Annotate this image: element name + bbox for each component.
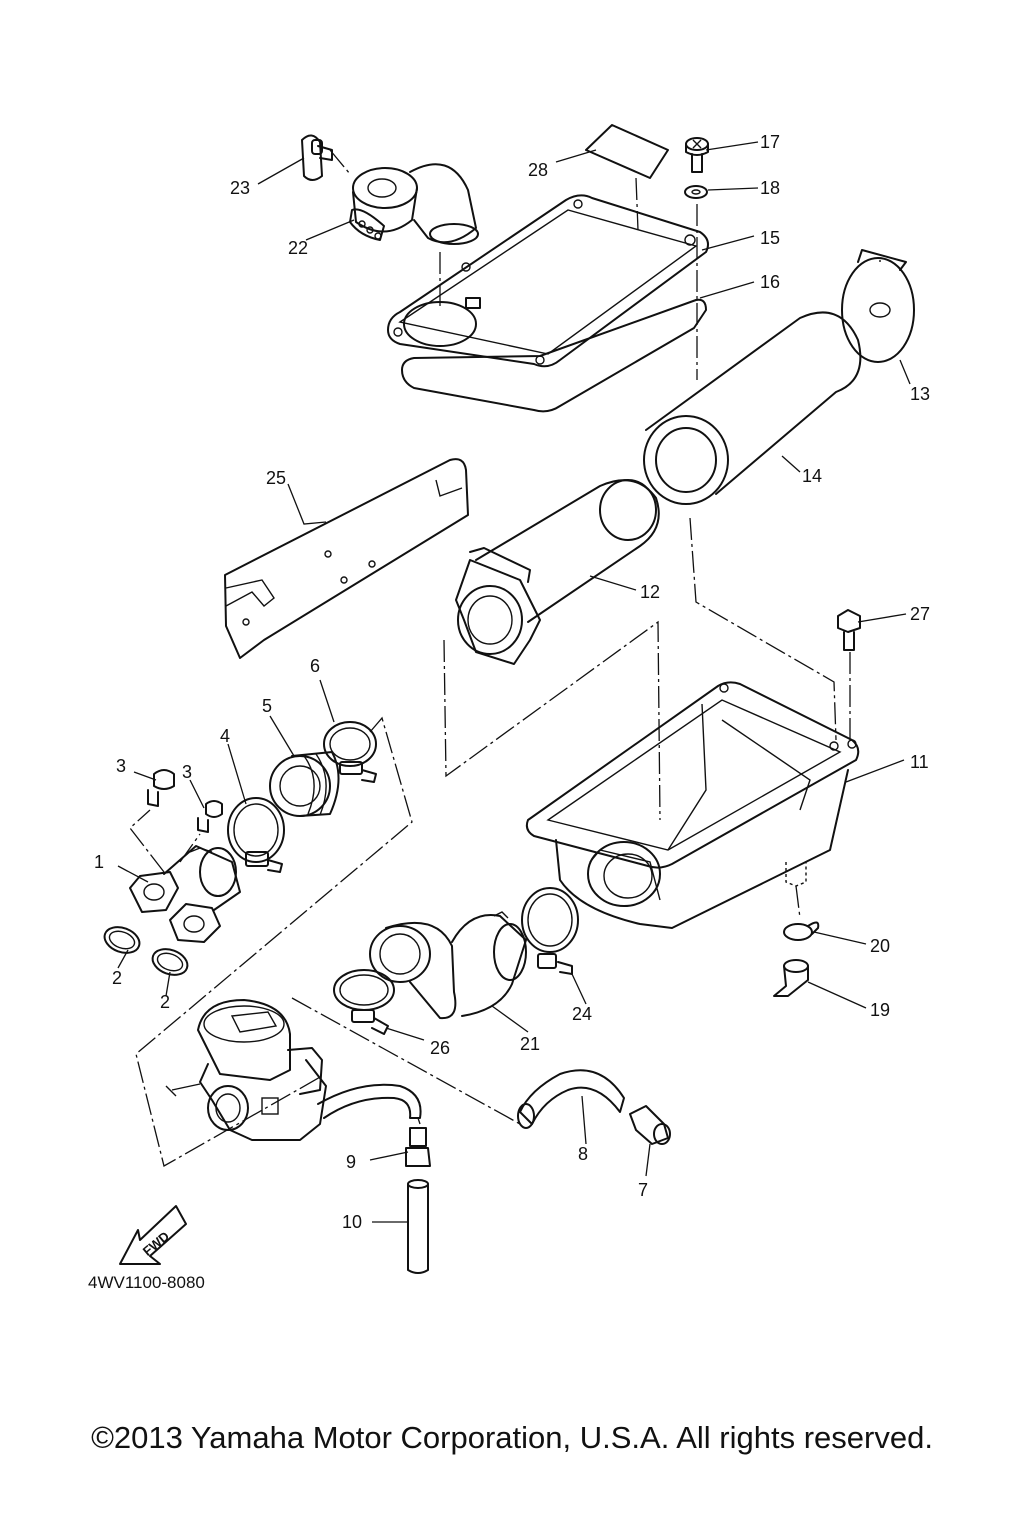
part-22-cap bbox=[349, 163, 479, 245]
part-28-label bbox=[585, 124, 669, 179]
callout-3a: 3 bbox=[116, 756, 126, 776]
callout-21: 21 bbox=[520, 1034, 540, 1054]
part-24-clamp bbox=[521, 887, 579, 975]
callout-19: 19 bbox=[870, 1000, 890, 1020]
carburetor-reference bbox=[165, 999, 422, 1141]
callout-5: 5 bbox=[262, 696, 272, 716]
part-17-screw bbox=[685, 137, 709, 173]
part-6-clamp bbox=[323, 721, 377, 783]
part-27-bolt bbox=[837, 609, 861, 651]
callout-7: 7 bbox=[638, 1180, 648, 1200]
callout-12: 12 bbox=[640, 582, 660, 602]
callout-16: 16 bbox=[760, 272, 780, 292]
part-18-washer bbox=[684, 185, 708, 199]
copyright-notice: ©2013 Yamaha Motor Corporation, U.S.A. A… bbox=[91, 1420, 933, 1455]
callout-14: 14 bbox=[802, 466, 822, 486]
callout-26: 26 bbox=[430, 1038, 450, 1058]
callout-18: 18 bbox=[760, 178, 780, 198]
callout-28: 28 bbox=[528, 160, 548, 180]
part-25-plate bbox=[224, 458, 469, 659]
part-5-joint bbox=[269, 751, 340, 817]
part-15-lid bbox=[387, 194, 709, 368]
part-14-element bbox=[643, 311, 862, 505]
callout-22: 22 bbox=[288, 238, 308, 258]
part-2-oring-b bbox=[151, 948, 189, 976]
callout-15: 15 bbox=[760, 228, 780, 248]
callout-25: 25 bbox=[266, 468, 286, 488]
callout-27: 27 bbox=[910, 604, 930, 624]
callout-20: 20 bbox=[870, 936, 890, 956]
leader-lines bbox=[117, 141, 911, 1223]
callout-9: 9 bbox=[346, 1152, 356, 1172]
part-20-clip bbox=[783, 921, 820, 941]
part-13-cover bbox=[841, 249, 915, 363]
callout-2a: 2 bbox=[112, 968, 122, 988]
part-12-tube bbox=[455, 479, 660, 665]
part-16-gasket bbox=[401, 298, 707, 413]
callout-23: 23 bbox=[230, 178, 250, 198]
part-3-bolt-a bbox=[147, 769, 175, 807]
callout-2b: 2 bbox=[160, 992, 170, 1012]
fwd-label: FWD bbox=[140, 1228, 172, 1259]
part-23-fitting bbox=[301, 134, 333, 181]
callout-1: 1 bbox=[94, 852, 104, 872]
part-1-manifold bbox=[129, 845, 241, 943]
callout-17: 17 bbox=[760, 132, 780, 152]
part-10-hose bbox=[407, 1179, 429, 1274]
callout-10: 10 bbox=[342, 1212, 362, 1232]
part-3-bolt-b bbox=[197, 800, 223, 833]
callout-24: 24 bbox=[572, 1004, 592, 1024]
callout-6: 6 bbox=[310, 656, 320, 676]
part-19-drain bbox=[773, 959, 809, 997]
part-9-joint bbox=[405, 1127, 431, 1167]
callout-3b: 3 bbox=[182, 762, 192, 782]
part-21-joint bbox=[369, 911, 527, 1020]
callout-8: 8 bbox=[578, 1144, 588, 1164]
callout-labels: 1 2 2 3 3 4 5 6 7 8 9 10 11 12 13 14 15 … bbox=[94, 132, 930, 1232]
fwd-arrow: FWD bbox=[119, 1205, 187, 1265]
part-2-oring-a bbox=[103, 926, 141, 954]
callout-13: 13 bbox=[910, 384, 930, 404]
part-4-clamp bbox=[227, 797, 285, 873]
part-7-joint bbox=[629, 1105, 671, 1145]
callout-4: 4 bbox=[220, 726, 230, 746]
part-8-hose bbox=[517, 1069, 625, 1129]
part-26-clamp bbox=[333, 969, 395, 1035]
callout-11: 11 bbox=[910, 752, 929, 772]
bracket-lines bbox=[129, 149, 851, 1167]
diagram-code: 4WV1100-8080 bbox=[88, 1273, 205, 1292]
part-11-case bbox=[525, 681, 860, 929]
